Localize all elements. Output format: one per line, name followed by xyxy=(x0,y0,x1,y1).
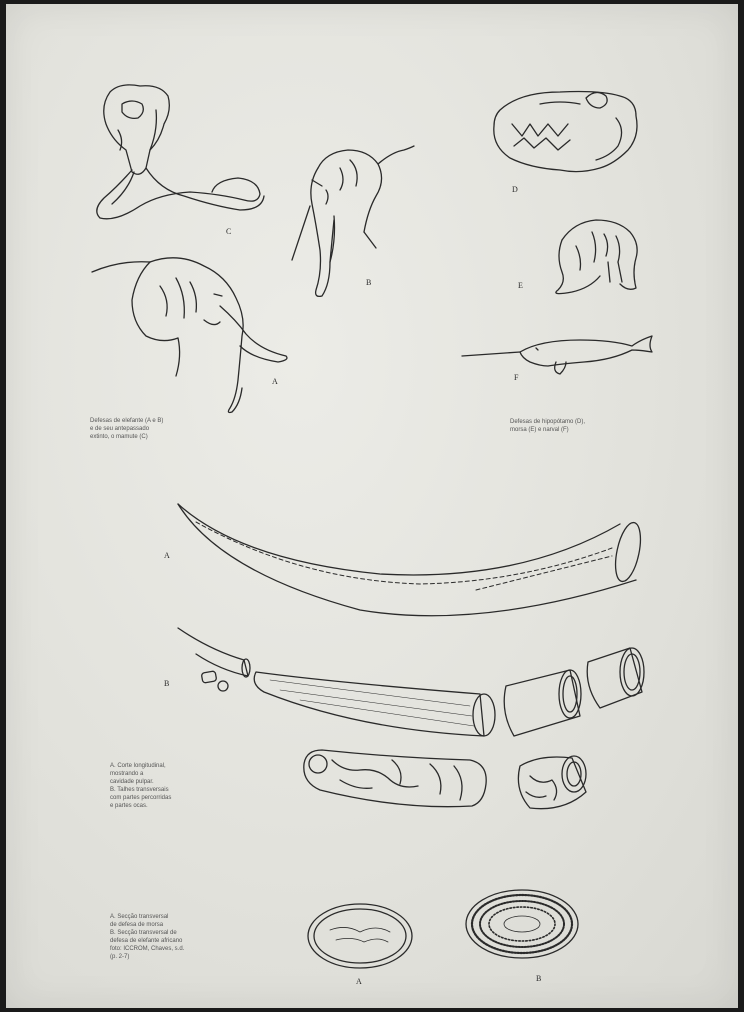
hippo-skull-drawing xyxy=(494,92,637,172)
cross-section-elephant-drawing xyxy=(466,890,578,958)
label-narwhal: F xyxy=(514,373,519,382)
caption-hippo-walrus-narwhal: Defesas de hipopótamo (D), morsa (E) e n… xyxy=(510,418,650,434)
elephant-side-drawing xyxy=(92,258,287,413)
caption-tusk-sections: A. Corte longitudinal, mostrando a cavid… xyxy=(110,762,230,810)
elephant-front-drawing xyxy=(292,146,414,296)
caption-elephants: Defesas de elefante (A e B) e de seu ant… xyxy=(90,417,230,441)
label-tusk-longitudinal: A xyxy=(164,551,170,560)
label-elephant-side: A xyxy=(272,377,278,386)
label-elephant-front: B xyxy=(366,278,371,287)
label-tusk-sectioned: B xyxy=(164,679,169,688)
caption-cross-sections: A. Secção transversal de defesa de morsa… xyxy=(110,913,240,961)
carved-figure-drawing xyxy=(304,750,486,807)
walrus-drawing xyxy=(556,220,637,294)
carved-cylinder-drawing xyxy=(518,756,586,809)
label-hippo: D xyxy=(512,185,518,194)
cross-section-walrus-drawing xyxy=(308,904,412,968)
label-walrus: E xyxy=(518,281,523,290)
label-section-walrus: A xyxy=(356,977,362,986)
narwhal-drawing xyxy=(462,336,652,374)
tusk-sectioned-drawing xyxy=(178,628,644,736)
tusk-longitudinal-drawing xyxy=(178,504,645,616)
label-section-elephant: B xyxy=(536,974,541,983)
label-mammoth: C xyxy=(226,227,231,236)
mammoth-skull-drawing xyxy=(97,85,264,219)
